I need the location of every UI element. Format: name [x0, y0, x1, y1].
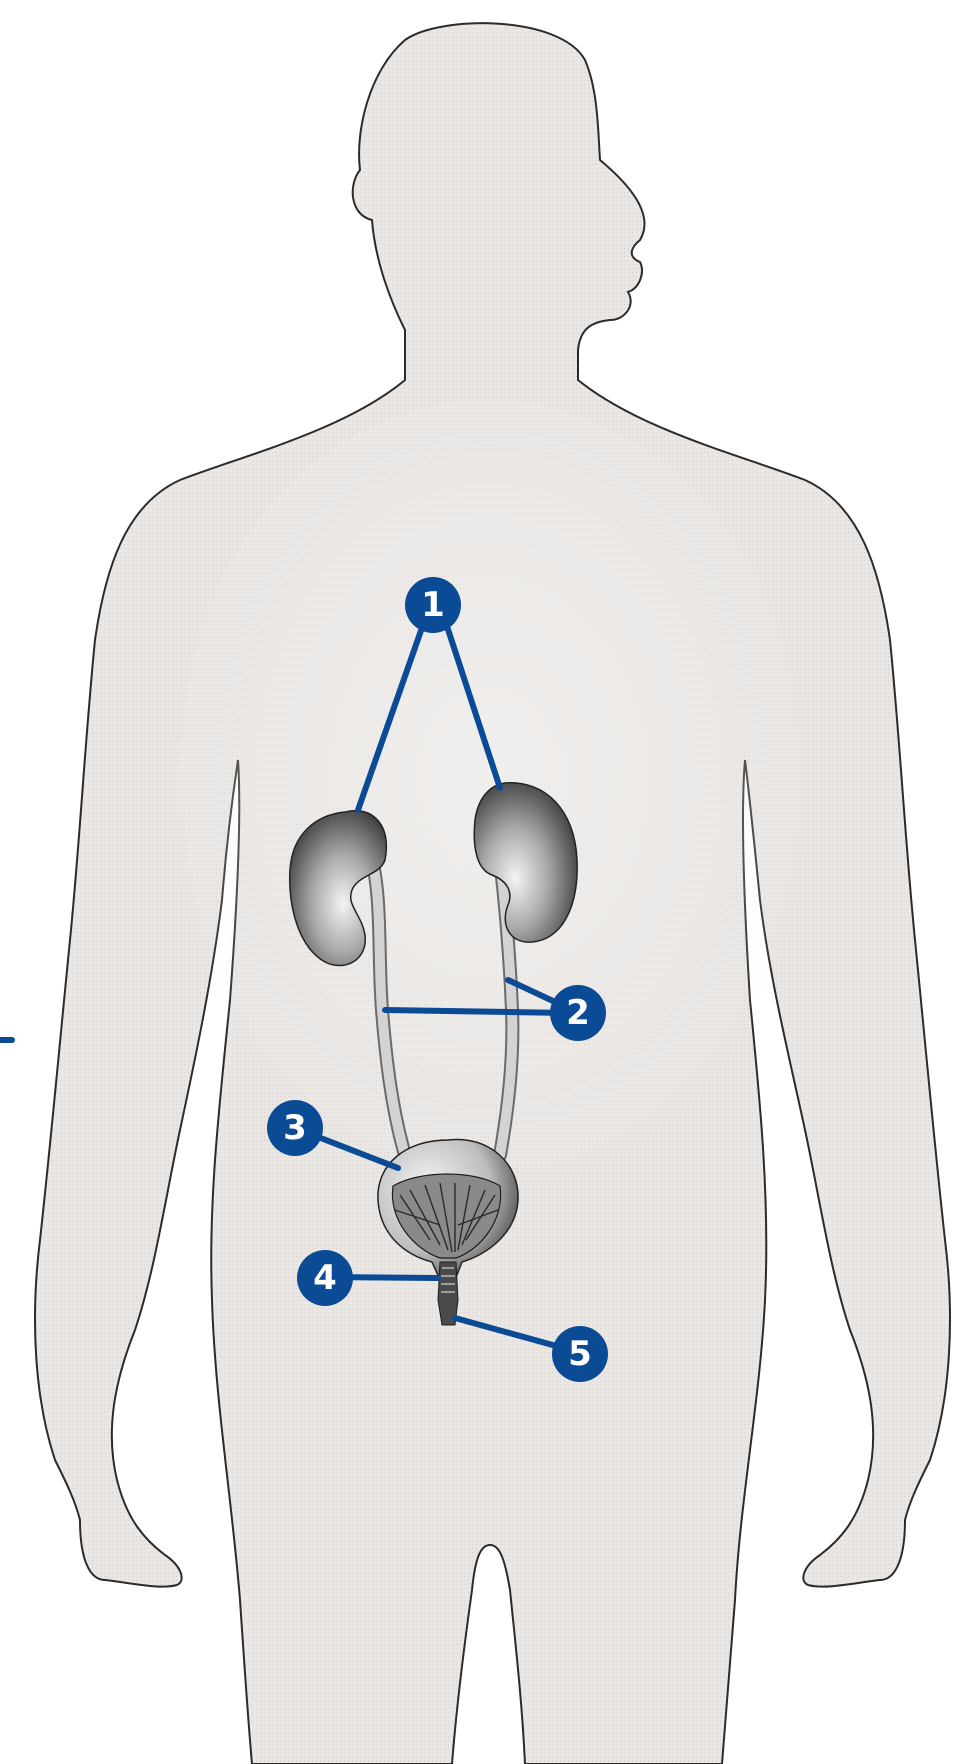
marker-label: 3	[283, 1108, 307, 1148]
marker-label: 2	[566, 993, 590, 1033]
marker-5: 5	[552, 1326, 608, 1382]
marker-label: 5	[568, 1334, 592, 1374]
marker-4: 4	[297, 1250, 353, 1306]
marker-1: 1	[405, 577, 461, 633]
marker-label: 4	[313, 1258, 337, 1298]
marker-3: 3	[267, 1100, 323, 1156]
marker-2: 2	[550, 985, 606, 1041]
marker-label: 1	[421, 585, 445, 625]
